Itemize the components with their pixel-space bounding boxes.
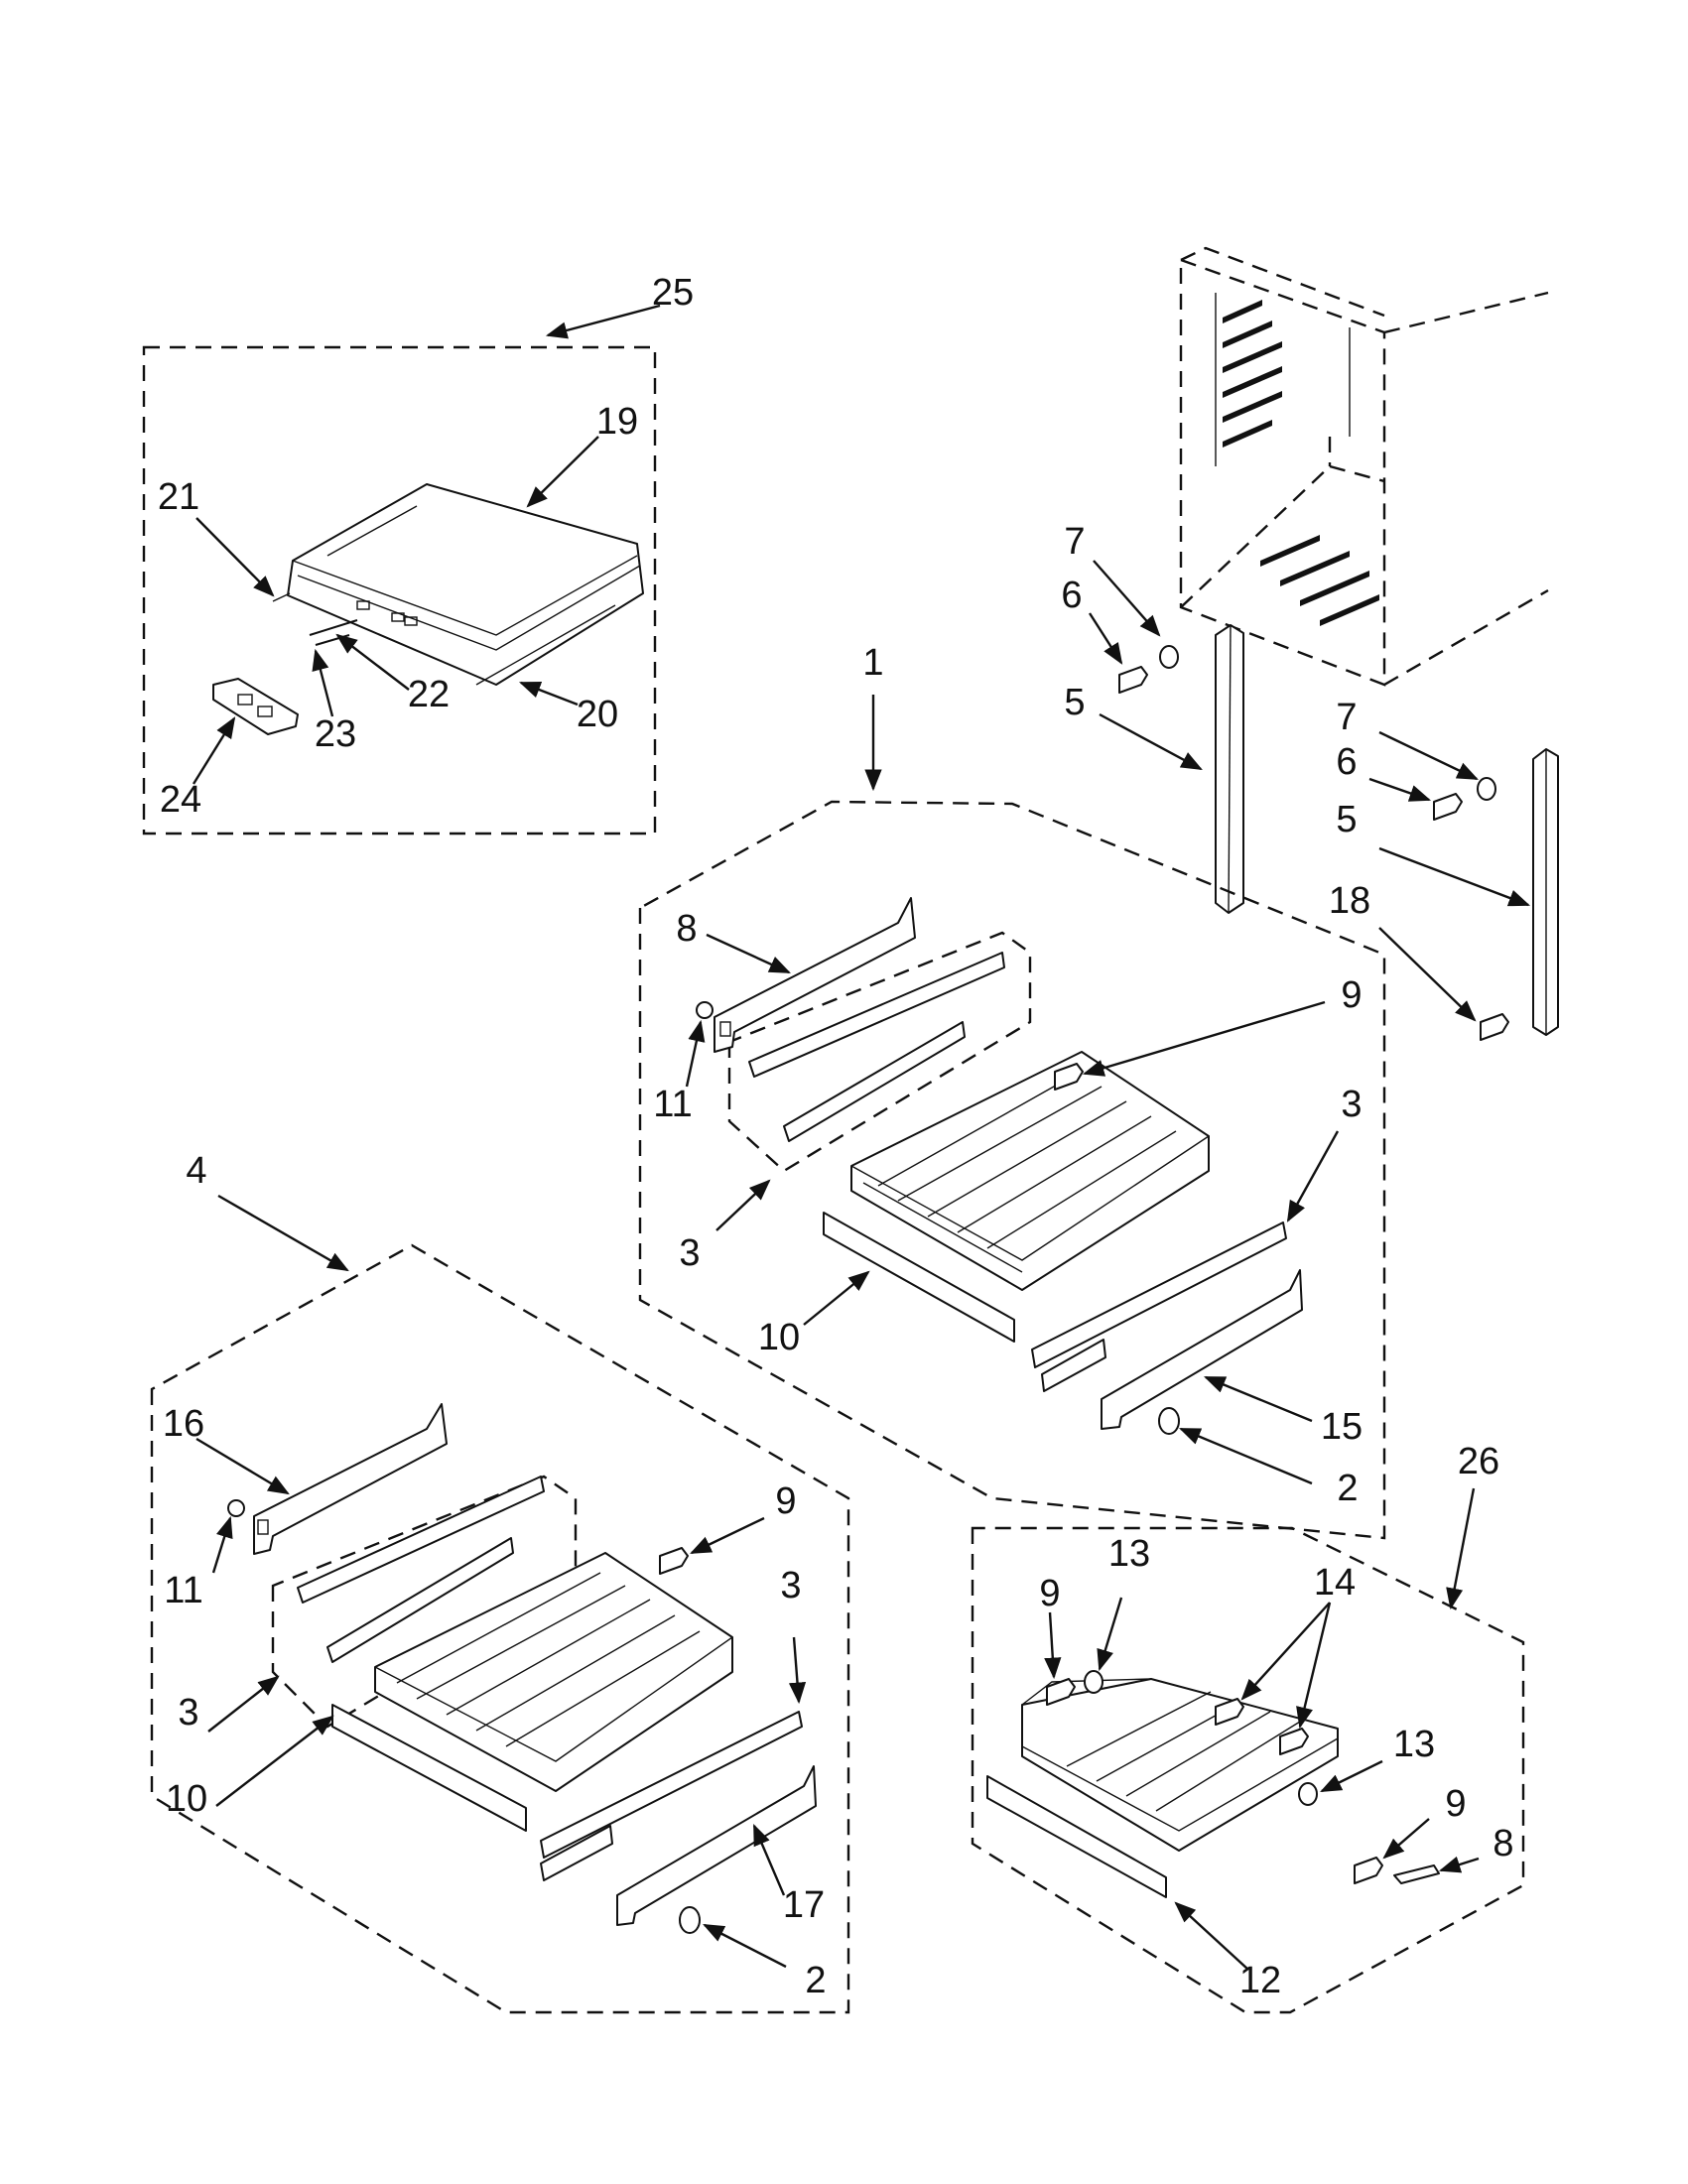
bracket-24-part: [212, 678, 299, 735]
callout-10-lower: 10: [166, 1778, 207, 1820]
bumper-13-top-part: [1084, 1670, 1104, 1694]
callout-9-small: 9: [1039, 1573, 1060, 1614]
callout-11: 11: [653, 1084, 692, 1125]
slide-lower-lower-drawer-part: [326, 1537, 514, 1663]
rail-5-left-part: [1215, 624, 1244, 914]
rail-15-part: [1101, 1269, 1303, 1430]
screw-22-part: [309, 619, 358, 636]
screw-9-part: [1054, 1063, 1084, 1091]
slide-upper-part: [748, 952, 1005, 1078]
group-25-boundary: [142, 345, 657, 835]
callout-3-lower-right: 3: [780, 1565, 801, 1606]
callout-7b: 7: [1336, 697, 1357, 738]
callout-5b: 5: [1336, 799, 1357, 840]
screw-14-lower-part: [1279, 1728, 1309, 1755]
callout-16: 16: [163, 1403, 204, 1445]
rail-5-right-part: [1532, 748, 1559, 1036]
callout-19: 19: [596, 401, 638, 443]
callout-12: 12: [1239, 1960, 1281, 2001]
screw-9-small-right-part: [1354, 1857, 1383, 1884]
screw-18-part: [1480, 1013, 1509, 1041]
callout-11-lower: 11: [164, 1570, 202, 1611]
callout-8: 8: [676, 908, 697, 950]
drawer-basket-part: [850, 1051, 1210, 1291]
group-upper-drawer: 1 8 11 9 3 3 10 15 2: [638, 642, 1386, 1540]
callout-24: 24: [160, 779, 201, 821]
bumper-2-part: [1158, 1407, 1180, 1435]
callout-9-small-right: 9: [1445, 1783, 1466, 1825]
slide-upper-lower-drawer-part: [297, 1476, 545, 1604]
plug-11-lower-part: [227, 1499, 245, 1517]
bumper-13-right-part: [1298, 1782, 1318, 1806]
rail-8-part: [714, 897, 916, 1053]
small-drawer-basket-part: [1021, 1678, 1339, 1852]
screw-9-small-part: [1046, 1678, 1076, 1706]
slide-right-part: [1041, 1339, 1106, 1392]
callout-25: 25: [652, 272, 694, 314]
callout-3-lower-left: 3: [178, 1692, 198, 1734]
bumper-2-lower-part: [679, 1906, 701, 1934]
callout-15: 15: [1321, 1406, 1363, 1448]
callout-7: 7: [1064, 521, 1085, 563]
washer-7b-part: [1477, 777, 1496, 801]
callout-17: 17: [783, 1884, 825, 1926]
rail-3-part: [1031, 1221, 1287, 1368]
callout-20: 20: [577, 694, 618, 735]
callout-13-top: 13: [1108, 1533, 1150, 1575]
group-26-boundary: [971, 1526, 1525, 2014]
callout-4: 4: [186, 1150, 206, 1192]
callout-8-small: 8: [1493, 1823, 1513, 1864]
cabinet-part: [1179, 246, 1549, 687]
cabinet-and-rails: 7 6 5 7 6 5 18: [1061, 246, 1559, 1041]
callout-9-lower: 9: [775, 1480, 796, 1522]
slide-right-lower-part: [540, 1825, 613, 1881]
callout-23: 23: [315, 713, 356, 755]
callout-5: 5: [1064, 682, 1085, 723]
callout-21: 21: [158, 476, 199, 518]
front-panel-12-part: [986, 1775, 1167, 1898]
screw-9-lower-part: [659, 1547, 689, 1575]
plug-11-part: [696, 1001, 714, 1019]
front-panel-10-part: [823, 1212, 1015, 1343]
group-small-drawer: 26 9 13 14 13 9 8 12: [971, 1441, 1525, 2014]
callout-9: 9: [1341, 974, 1362, 1016]
callout-26: 26: [1458, 1441, 1499, 1482]
callout-14: 14: [1314, 1562, 1356, 1604]
clip-8-part: [1393, 1864, 1440, 1884]
rail-16-part: [253, 1403, 448, 1555]
callout-10: 10: [758, 1317, 800, 1358]
screw-6b-part: [1433, 793, 1463, 821]
callout-3-right: 3: [1341, 1084, 1362, 1125]
drawer-basket-lower-part: [374, 1552, 733, 1792]
callout-22: 22: [408, 674, 450, 715]
rail-17-part: [616, 1765, 817, 1926]
callout-2-lower: 2: [805, 1960, 826, 2001]
callout-13-right: 13: [1393, 1724, 1435, 1765]
group-1-boundary: [638, 800, 1386, 1540]
callout-3-left: 3: [679, 1232, 700, 1274]
group-lower-drawer: 4 16 11 9 3 3 10 17 2: [150, 1150, 850, 2014]
washer-7-part: [1159, 645, 1179, 669]
slide-lower-part: [783, 1021, 966, 1142]
callout-6b: 6: [1336, 741, 1357, 783]
rail-3-lower-part: [540, 1711, 803, 1859]
group-top-panel-kit: 25 19 21 22 23 20 24: [142, 272, 694, 835]
top-panel-part: [287, 483, 644, 686]
screw-14-upper-part: [1215, 1698, 1244, 1726]
callout-2: 2: [1337, 1468, 1358, 1509]
callout-1: 1: [862, 642, 883, 684]
callout-6: 6: [1061, 575, 1082, 616]
callout-18: 18: [1329, 880, 1370, 922]
screw-6-part: [1118, 666, 1148, 694]
group-4-boundary: [150, 1243, 850, 2014]
screw-21-part: [272, 592, 291, 602]
